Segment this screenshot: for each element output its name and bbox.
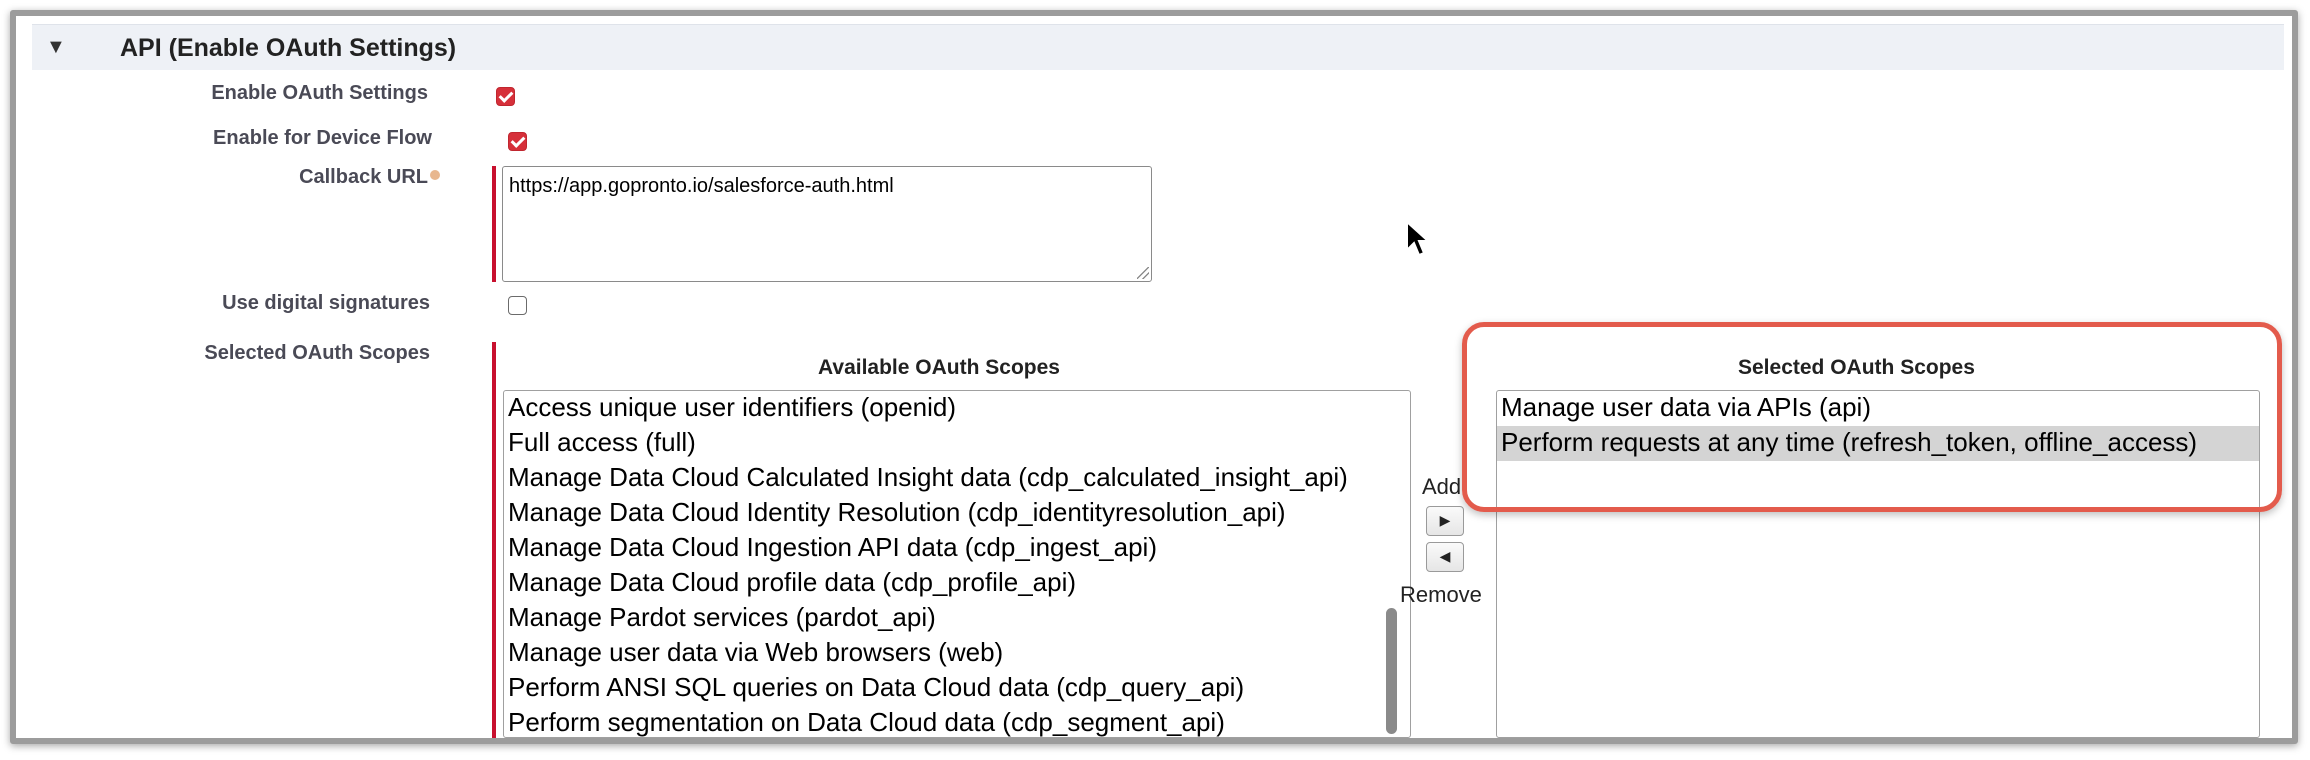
list-item[interactable]: Manage Data Cloud profile data (cdp_prof… [508,567,1077,597]
callback-url-label-text: Callback URL [299,166,428,188]
list-item[interactable]: Manage user data via APIs (api) [1501,392,1871,422]
list-item[interactable]: Manage Data Cloud Calculated Insight dat… [508,462,1348,492]
resize-handle-icon[interactable] [1137,267,1149,279]
arrow-right-icon: ▶ [1439,512,1451,528]
mouse-cursor-icon [1406,220,1431,257]
digital-signatures-label: Use digital signatures [222,292,430,314]
list-item[interactable]: Manage Pardot services (pardot_api) [508,602,936,632]
list-item-selected[interactable]: Perform requests at any time (refresh_to… [1497,426,2259,461]
available-scopes-list[interactable]: Access unique user identifiers (openid) … [503,390,1411,738]
list-item[interactable]: Access unique user identifiers (openid) [508,392,957,422]
device-flow-label: Enable for Device Flow [213,127,432,149]
enable-oauth-label: Enable OAuth Settings [211,82,428,104]
add-label: Add [1422,474,1462,499]
required-indicator [492,342,496,738]
required-indicator [492,166,496,282]
selected-scopes-title: Selected OAuth Scopes [1738,356,1975,379]
section-title: API (Enable OAuth Settings) [120,34,457,62]
callback-url-field[interactable]: https://app.gopronto.io/salesforce-auth.… [502,166,1152,282]
add-button[interactable]: ▶ [1426,506,1464,536]
help-icon[interactable] [430,170,440,180]
list-item[interactable]: Manage Data Cloud Ingestion API data (cd… [508,532,1157,562]
oauth-settings-panel: ▼ API (Enable OAuth Settings) Enable OAu… [10,10,2298,744]
digital-signatures-checkbox[interactable] [508,296,527,315]
available-scopes-title: Available OAuth Scopes [818,356,1060,379]
callback-url-label: Callback URL [299,166,440,189]
remove-button[interactable]: ◀ [1426,542,1464,572]
selected-scopes-label: Selected OAuth Scopes [204,342,430,364]
list-item[interactable]: Perform segmentation on Data Cloud data … [508,707,1225,737]
list-item[interactable]: Perform ANSI SQL queries on Data Cloud d… [508,672,1245,702]
triangle-down-icon[interactable]: ▼ [46,36,66,58]
arrow-left-icon: ◀ [1439,548,1451,564]
device-flow-checkbox[interactable] [508,132,527,151]
selected-scopes-list[interactable]: Manage user data via APIs (api) Perform … [1496,390,2260,738]
callback-url-value: https://app.gopronto.io/salesforce-auth.… [509,175,894,197]
remove-label: Remove [1400,582,1482,607]
list-item[interactable]: Full access (full) [508,427,696,457]
list-item[interactable]: Manage user data via Web browsers (web) [508,637,1004,667]
list-item[interactable]: Manage Data Cloud Identity Resolution (c… [508,497,1286,527]
section-header[interactable]: ▼ API (Enable OAuth Settings) [32,24,2284,70]
enable-oauth-checkbox[interactable] [496,87,515,106]
scrollbar-thumb[interactable] [1386,608,1397,734]
